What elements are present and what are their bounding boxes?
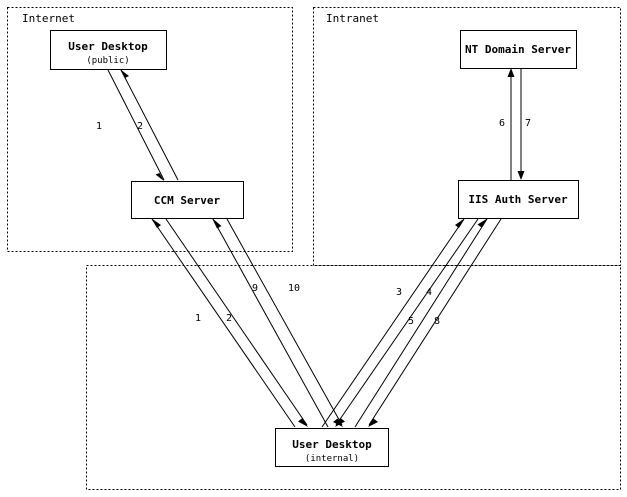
node-iis-auth-server-title: IIS Auth Server: [468, 193, 568, 206]
edge-6: 6: [499, 68, 515, 180]
edge-3-line: [321, 218, 465, 428]
edge-8-line: [368, 218, 502, 426]
edge-1-public-label: 1: [96, 121, 102, 132]
node-user-desktop-public-box[interactable]: [50, 30, 167, 70]
node-nt-domain-server[interactable]: NT Domain Server: [460, 30, 577, 69]
edge-5-arrowhead: [477, 218, 488, 228]
node-nt-domain-server-box[interactable]: [460, 30, 577, 69]
node-ccm-server-title: CCM Server: [154, 194, 221, 207]
edge-2-internal: 2: [165, 218, 308, 427]
edge-9-label: 9: [252, 283, 258, 294]
edge-1-internal: 1: [151, 218, 296, 428]
edge-8-arrowhead: [368, 418, 378, 427]
edge-8-label: 8: [434, 316, 440, 327]
edge-6-label: 6: [499, 118, 505, 129]
edge-9-arrowhead: [212, 218, 222, 229]
zone-intranet-group: Intranet: [313, 7, 621, 266]
node-user-desktop-internal-subtitle: (internal): [305, 454, 359, 464]
zone-internet-group: Internet: [7, 7, 293, 252]
edge-10: 10: [226, 218, 343, 427]
edge-2-internal-arrowhead: [298, 418, 308, 427]
edge-7-label: 7: [525, 118, 531, 129]
node-user-desktop-public-title: User Desktop: [68, 40, 148, 53]
edge-1-internal-arrowhead: [151, 218, 161, 228]
edge-2-public: 2: [120, 69, 179, 181]
zone-internet-label: Internet: [22, 12, 75, 25]
edge-3-label: 3: [396, 287, 402, 298]
node-user-desktop-internal-title: User Desktop: [292, 438, 372, 451]
edge-2-internal-label: 2: [226, 313, 232, 324]
edge-2-public-line: [120, 69, 179, 181]
edge-9-line: [212, 218, 329, 428]
edge-5-label: 5: [408, 316, 414, 327]
edge-3-arrowhead: [455, 218, 465, 228]
edge-2-public-arrowhead: [120, 69, 129, 78]
node-iis-auth-server-box[interactable]: [458, 180, 579, 219]
edge-7-arrowhead: [517, 171, 525, 180]
edge-4-arrowhead: [335, 418, 345, 427]
edge-1-public: 1: [96, 69, 165, 181]
edge-1-public-arrowhead: [155, 173, 164, 181]
edge-3: 3: [321, 218, 465, 428]
edge-1-public-line: [107, 69, 165, 181]
zone-intranet-boundary: [313, 7, 621, 266]
edge-2-public-label: 2: [137, 121, 143, 132]
edge-4-label: 4: [426, 287, 432, 298]
node-nt-domain-server-title: NT Domain Server: [465, 43, 571, 56]
edge-10-line: [226, 218, 343, 426]
edge-10-label: 10: [288, 283, 300, 294]
zone-internal-group: [86, 265, 621, 490]
node-user-desktop-public-subtitle: (public): [86, 56, 129, 66]
zone-internal-boundary: [86, 265, 621, 490]
zone-intranet-label: Intranet: [326, 12, 379, 25]
edge-9: 9: [212, 218, 329, 428]
edge-4: 4: [335, 218, 479, 427]
node-user-desktop-public[interactable]: User Desktop (public): [50, 30, 167, 70]
node-iis-auth-server[interactable]: IIS Auth Server: [458, 180, 579, 219]
edge-1-internal-label: 1: [195, 313, 201, 324]
edge-1-internal-line: [151, 218, 296, 428]
edge-8: 8: [368, 218, 502, 427]
edge-5: 5: [354, 218, 488, 428]
edge-4-line: [335, 218, 479, 426]
node-ccm-server[interactable]: CCM Server: [131, 181, 244, 219]
node-user-desktop-internal-box[interactable]: [275, 428, 389, 467]
edge-7: 7: [517, 68, 531, 180]
edge-2-internal-line: [165, 218, 308, 426]
edge-6-arrowhead: [507, 68, 515, 77]
zone-internet-boundary: [7, 7, 293, 252]
node-ccm-server-box[interactable]: [131, 181, 244, 219]
edge-5-line: [354, 218, 488, 428]
node-user-desktop-internal[interactable]: User Desktop (internal): [275, 428, 389, 467]
